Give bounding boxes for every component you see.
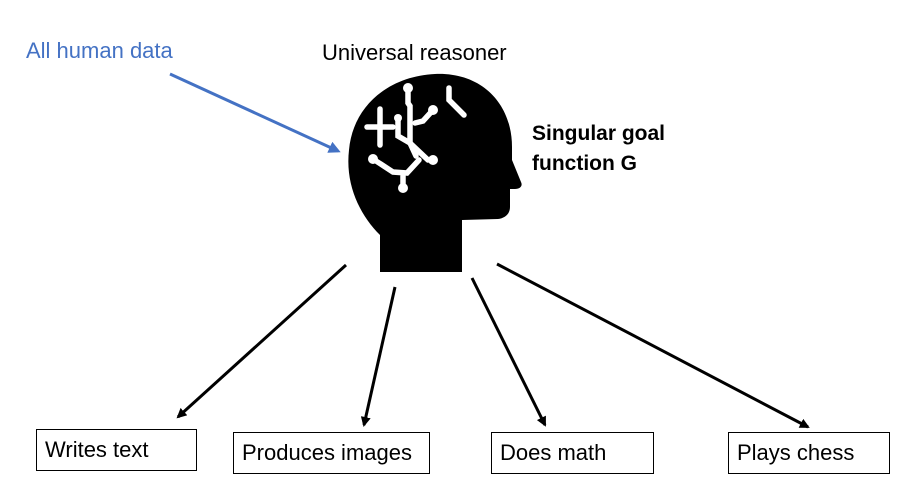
output-arrow-writes-text	[176, 263, 348, 419]
output-box-writes-text: Writes text	[36, 429, 197, 471]
universal-reasoner-title: Universal reasoner	[322, 40, 507, 65]
goal-function-label: Singular goal function G	[532, 119, 665, 179]
brain-circuit-head-icon	[348, 73, 522, 273]
output-arrow-plays-chess	[496, 262, 810, 429]
output-arrow-produces-images	[360, 286, 397, 427]
input-arrow	[169, 72, 341, 153]
input-data-label: All human data	[26, 38, 173, 63]
output-box-plays-chess: Plays chess	[728, 432, 890, 474]
output-box-produces-images: Produces images	[233, 432, 430, 474]
output-arrow-does-math	[470, 277, 547, 427]
goal-function-line-2: function G	[532, 152, 637, 175]
output-box-does-math: Does math	[491, 432, 654, 474]
goal-function-line-1: Singular goal	[532, 122, 666, 145]
